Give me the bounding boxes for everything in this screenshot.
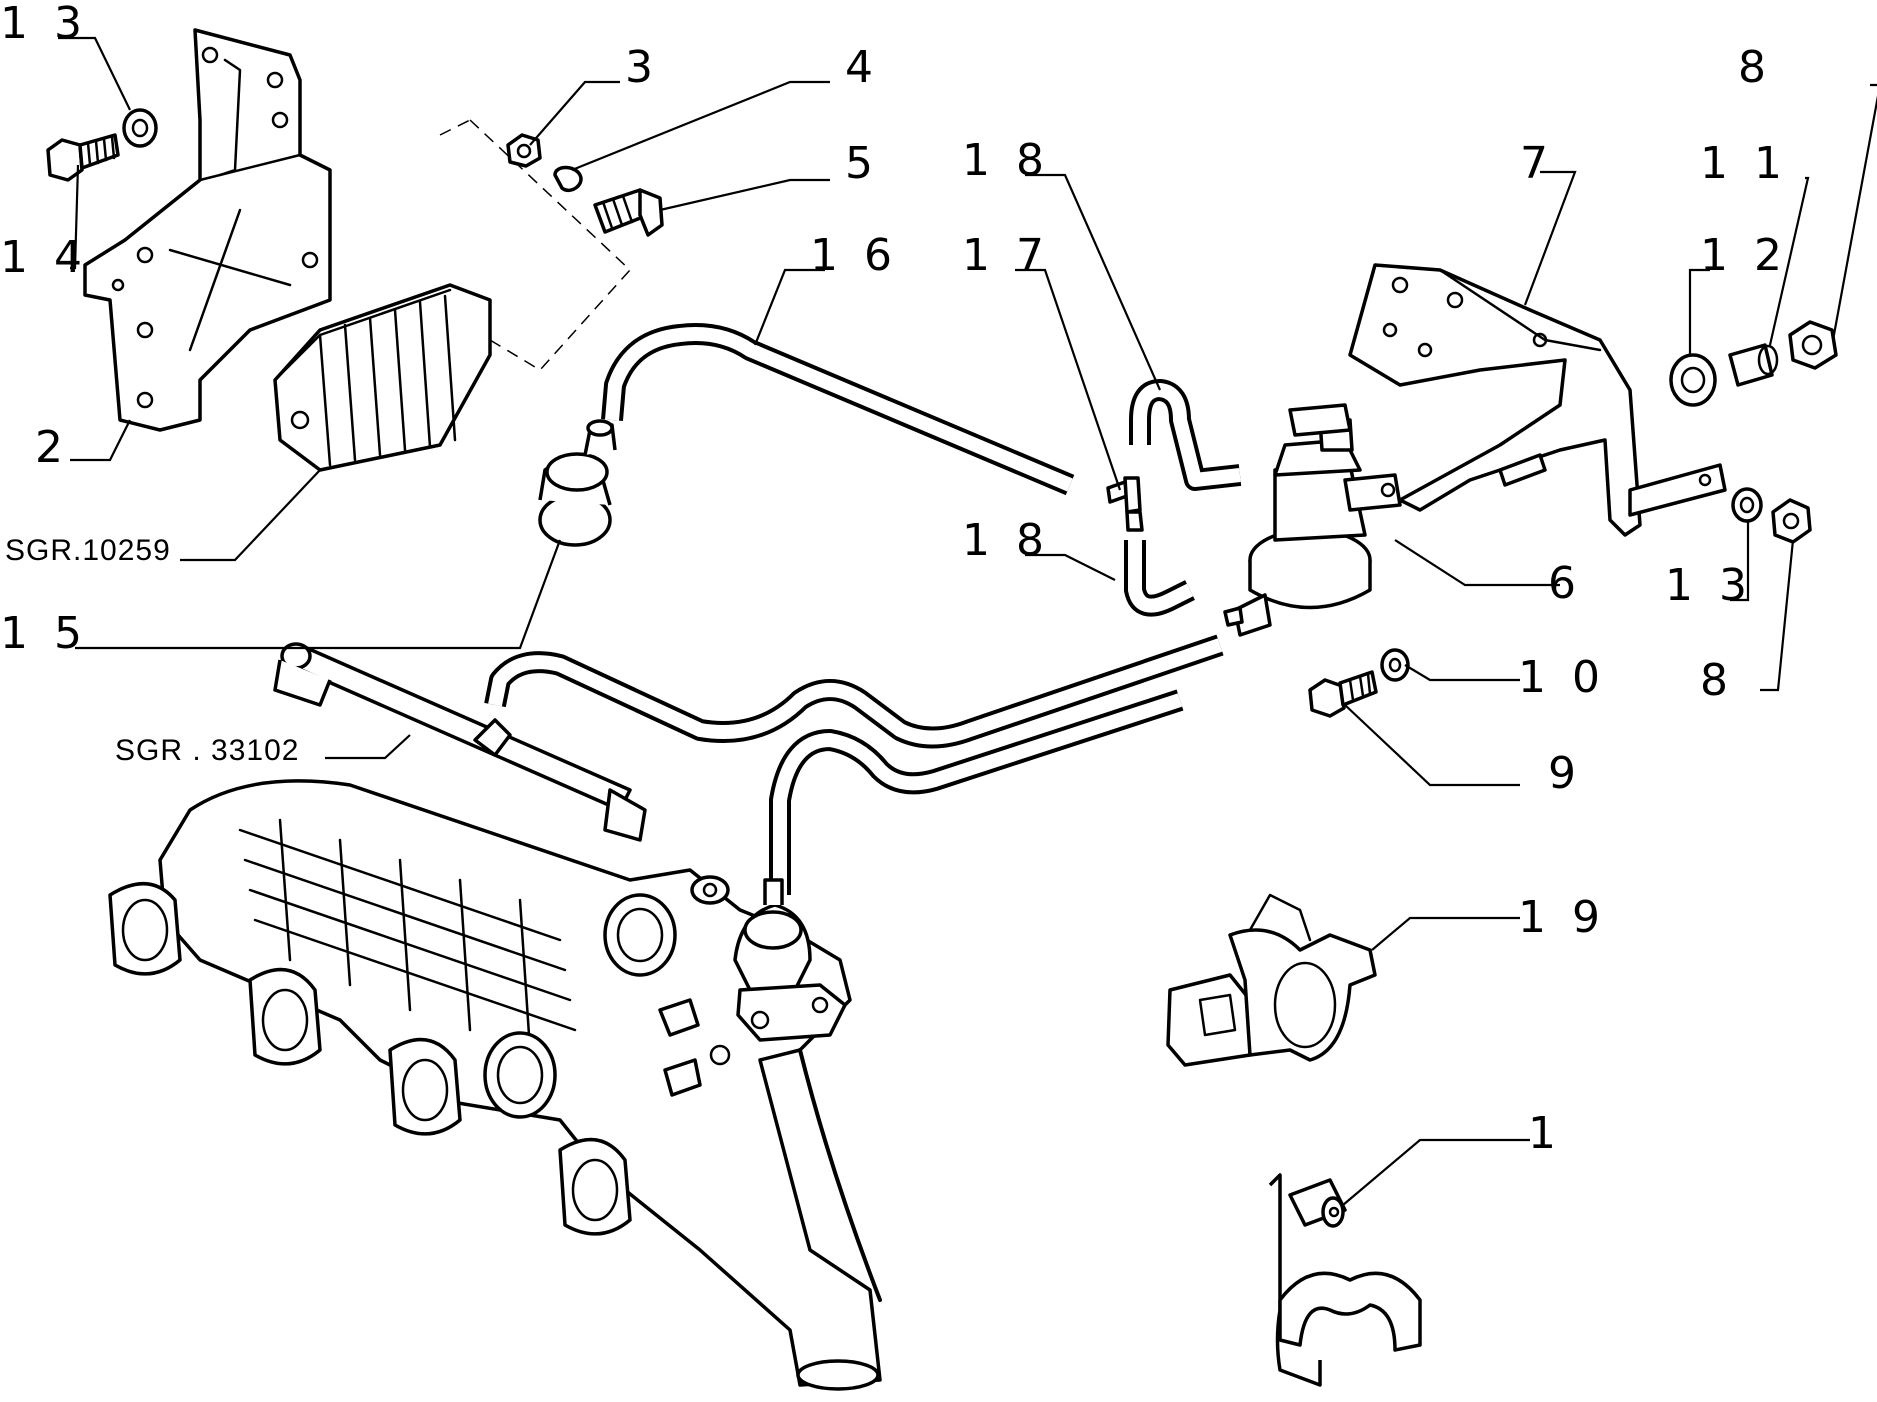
spacer-part-11 <box>1728 343 1779 387</box>
label-part-19: 1 9 <box>1518 892 1606 943</box>
washer-part-13-top <box>122 108 158 148</box>
bolt-part-5 <box>593 188 664 237</box>
valve-bracket-part-7 <box>1348 263 1727 537</box>
label-part-16: 1 6 <box>810 230 898 281</box>
label-part-8-lower: 8 <box>1700 655 1734 706</box>
long-hose-part-18-a <box>484 634 1224 749</box>
pipe-clip-part-1 <box>1268 1173 1422 1387</box>
dashed-assembly-outline-2 <box>439 119 471 136</box>
long-hose-part-18-b <box>769 689 1184 895</box>
label-part-7: 7 <box>1520 138 1554 189</box>
nut-part-8-lower <box>1771 498 1812 544</box>
hose-part-18-lower <box>1124 540 1195 617</box>
label-part-15: 1 5 <box>0 608 88 659</box>
hose-clamp-part-19 <box>1166 893 1377 1067</box>
label-part-14: 1 4 <box>0 232 88 283</box>
label-part-2: 2 <box>35 422 69 473</box>
hose-connector-part-15 <box>538 419 617 547</box>
electronic-control-module <box>273 283 492 472</box>
vacuum-hose-part-16 <box>601 323 1075 496</box>
label-part-4: 4 <box>845 42 879 93</box>
label-part-13-top: 1 3 <box>0 0 88 49</box>
label-part-13-right: 1 3 <box>1665 560 1753 611</box>
label-part-8-top: 8 <box>1738 42 1772 93</box>
clip-part-4 <box>553 165 583 193</box>
label-part-18-top: 1 8 <box>962 135 1050 186</box>
dashed-assembly-outline <box>469 119 632 371</box>
label-part-3: 3 <box>625 42 659 93</box>
label-part-17: 1 7 <box>962 230 1050 281</box>
grommet-part-12 <box>1669 353 1717 407</box>
bolt-part-9 <box>1308 670 1378 718</box>
mounting-bracket-part-2 <box>83 28 332 432</box>
label-part-12: 1 2 <box>1700 230 1788 281</box>
label-part-10: 1 0 <box>1518 652 1606 703</box>
label-part-18-middle: 1 8 <box>962 515 1050 566</box>
coolant-pipe-sgr-33102 <box>273 642 647 842</box>
egr-valve <box>658 875 847 1097</box>
vacuum-solenoid-valve-part-6 <box>1223 403 1402 637</box>
leader-lines <box>58 36 1877 1206</box>
label-part-6: 6 <box>1548 558 1582 609</box>
label-part-11: 1 1 <box>1700 138 1788 189</box>
tee-connector-part-17 <box>1106 476 1144 532</box>
label-part-5: 5 <box>845 138 879 189</box>
washer-part-13-right <box>1731 487 1763 523</box>
label-part-9: 9 <box>1548 748 1582 799</box>
bolt-part-14 <box>46 133 120 182</box>
label-ref-sgr-33102: SGR . 33102 <box>115 734 299 767</box>
nut-part-8-top <box>1788 320 1838 370</box>
washer-part-10 <box>1380 648 1410 682</box>
label-part-1: 1 <box>1528 1108 1562 1159</box>
label-ref-sgr-10259: SGR.10259 <box>5 534 171 567</box>
hose-part-18-upper <box>1129 379 1242 491</box>
exhaust-manifold <box>108 779 882 1391</box>
